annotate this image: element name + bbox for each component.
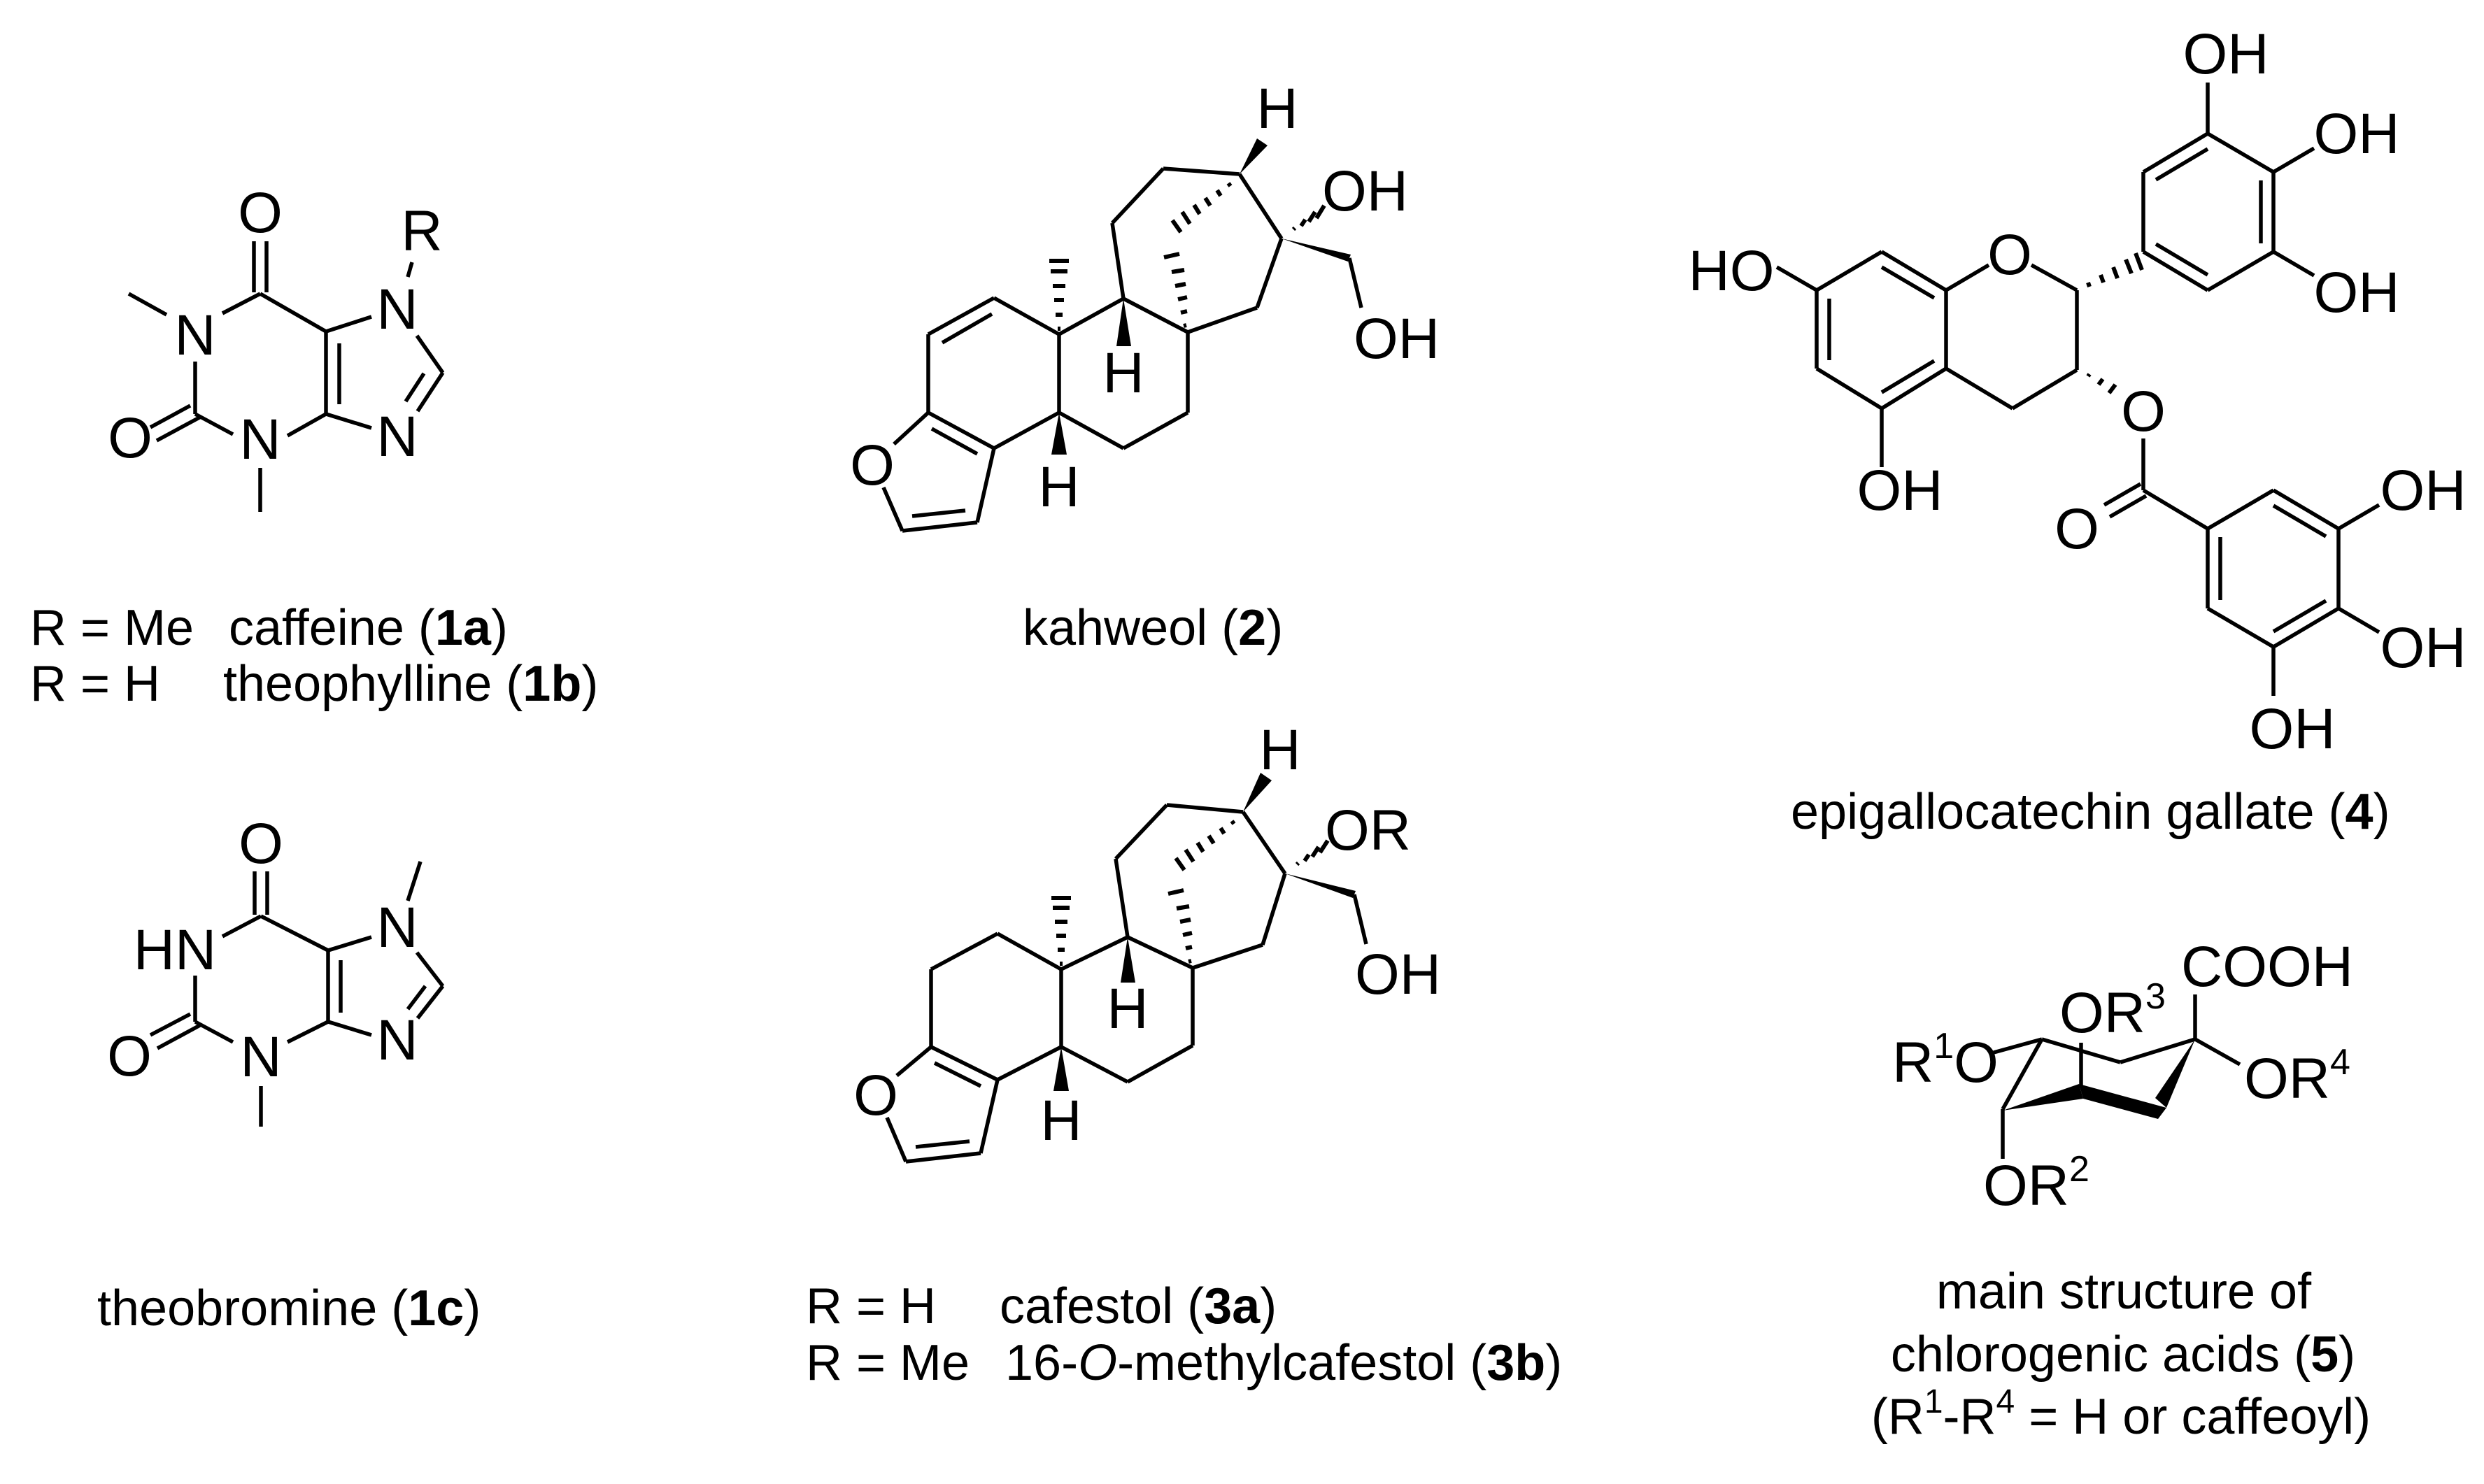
structure-cafestol: H OR OH H H O: [853, 718, 1441, 1164]
atom-r: R: [401, 199, 442, 263]
atom-n: N: [240, 1025, 281, 1089]
atom-n: N: [376, 896, 418, 959]
atom-n: N: [376, 278, 418, 341]
caption-line-3: (R1-R4 = H or caffeoyl): [1871, 1383, 2371, 1445]
atom-or2: OR2: [1983, 1149, 2089, 1218]
atom-oh: OH: [1857, 459, 1943, 522]
atom-oh: OH: [1322, 159, 1408, 223]
atom-oh: OH: [2314, 261, 2400, 324]
atom-h: H: [1256, 77, 1298, 141]
atom-h: H: [1102, 341, 1144, 405]
atom-oh: OH: [1355, 943, 1441, 1006]
hashed-bond: [1051, 896, 1071, 966]
atom-r1o: R1O: [1892, 1026, 1999, 1094]
hashed-bond: [1168, 888, 1193, 964]
structure-chlorogenic-acid: COOH R1O OR3 OR4 OR2: [1892, 935, 2353, 1218]
hashed-bond: [1295, 839, 1330, 866]
atom-o: O: [2121, 380, 2166, 443]
hashed-bond: [2086, 373, 2117, 394]
atom-cooh: COOH: [2181, 935, 2353, 999]
atom-o: O: [238, 181, 283, 245]
atom-oh: OH: [2380, 459, 2467, 522]
caption-line-methylcafestol: R = Me 16-O-methylcafestol (3b): [806, 1335, 1562, 1391]
atom-oh: OH: [2314, 102, 2400, 166]
hashed-bond: [1049, 259, 1069, 331]
atom-nh: HN: [134, 918, 216, 982]
structure-egcg: HO O OH OH OH OH O O OH OH OH: [1689, 22, 2467, 761]
structure-kahweol: H OH OH H H O: [850, 77, 1440, 533]
caption-egcg: epigallocatechin gallate (4): [1791, 784, 2390, 840]
atom-o: O: [1987, 223, 2032, 287]
hashed-bond: [1170, 182, 1233, 234]
atom-h: H: [1107, 977, 1148, 1041]
atom-ho: HO: [1689, 239, 1775, 303]
atom-oh: OH: [2250, 697, 2336, 761]
atom-o: O: [239, 812, 283, 876]
caption-line-cafestol: R = H cafestol (3a): [806, 1278, 1277, 1334]
hashed-bond: [1291, 204, 1326, 231]
hashed-bond: [1163, 252, 1188, 328]
atom-o: O: [853, 1064, 898, 1127]
atom-h: H: [1038, 455, 1079, 519]
caption-chlorogenic-acid: main structure of chlorogenic acids (5) …: [1871, 1264, 2371, 1445]
hashed-bond: [1174, 820, 1236, 871]
atom-n: N: [239, 408, 281, 471]
caption-line-caffeine: R = Me caffeine (1a): [30, 600, 508, 656]
atom-o: O: [2054, 497, 2099, 561]
atom-o: O: [107, 1025, 152, 1088]
structure-theobromine: O HN O N N N: [107, 812, 445, 1127]
atom-h: H: [1259, 718, 1300, 782]
caption-line-theophylline: R = H theophylline (1b): [30, 656, 598, 712]
caption-caffeine-theophylline: R = Me caffeine (1a) R = H theophylline …: [30, 600, 598, 712]
atom-oh: OH: [2183, 22, 2269, 86]
hashed-bond: [2086, 252, 2144, 287]
atom-o: O: [850, 434, 895, 497]
atom-n: N: [174, 304, 215, 367]
atom-h: H: [1040, 1089, 1081, 1153]
caption-kahweol: kahweol (2): [1023, 600, 1283, 656]
structure-caffeine-theophylline: O N O N N N R: [108, 181, 445, 512]
caption-line-2: chlorogenic acids (5): [1891, 1327, 2355, 1383]
atom-oh: OH: [1354, 307, 1440, 371]
caption-theobromine: theobromine (1c): [97, 1280, 481, 1336]
atom-n: N: [376, 405, 418, 469]
atom-n: N: [376, 1008, 418, 1072]
atom-oh: OH: [2380, 616, 2467, 680]
atom-o: O: [108, 406, 152, 470]
caption-line-1: main structure of: [1936, 1264, 2312, 1320]
atom-or4: OR4: [2244, 1042, 2350, 1111]
caption-cafestol: R = H cafestol (3a) R = Me 16-O-methylca…: [806, 1278, 1562, 1391]
atom-or3: OR3: [2059, 976, 2166, 1045]
atom-or: OR: [1325, 799, 1411, 862]
